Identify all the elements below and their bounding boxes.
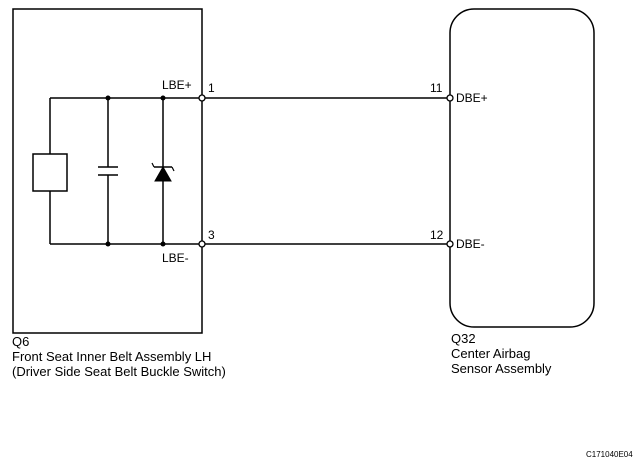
label-dbe-plus: DBE+ [456, 91, 488, 105]
terminal-dbe-plus [446, 94, 454, 102]
q6-name: Front Seat Inner Belt Assembly LH [12, 349, 211, 364]
terminal-dbe-minus [446, 240, 454, 248]
q32-component-box [449, 8, 595, 328]
label-dbe-minus: DBE- [456, 237, 485, 251]
terminal-lbe-plus [198, 94, 206, 102]
junction-dot [160, 241, 166, 247]
switch-element [32, 153, 68, 192]
q6-component-box [12, 8, 203, 334]
q6-code: Q6 [12, 334, 29, 349]
q32-name-line1: Center Airbag [451, 346, 531, 361]
junction-dot [160, 95, 166, 101]
diode-triangle [154, 165, 172, 182]
figure-id: C171040E04 [586, 450, 633, 459]
pin-12: 12 [430, 228, 444, 242]
diode-bar-tick-left [151, 162, 155, 168]
pin-1: 1 [208, 81, 215, 95]
diode-bar-tick-right [171, 166, 175, 172]
q32-code: Q32 [451, 331, 476, 346]
q32-name-line2: Sensor Assembly [451, 361, 552, 376]
junction-dot [105, 95, 111, 101]
label-lbe-minus: LBE- [162, 251, 189, 265]
pin-3: 3 [208, 228, 215, 242]
label-lbe-plus: LBE+ [162, 78, 192, 92]
junction-dot [105, 241, 111, 247]
pin-11: 11 [430, 81, 443, 95]
terminal-lbe-minus [198, 240, 206, 248]
q6-subname: (Driver Side Seat Belt Buckle Switch) [12, 364, 226, 379]
